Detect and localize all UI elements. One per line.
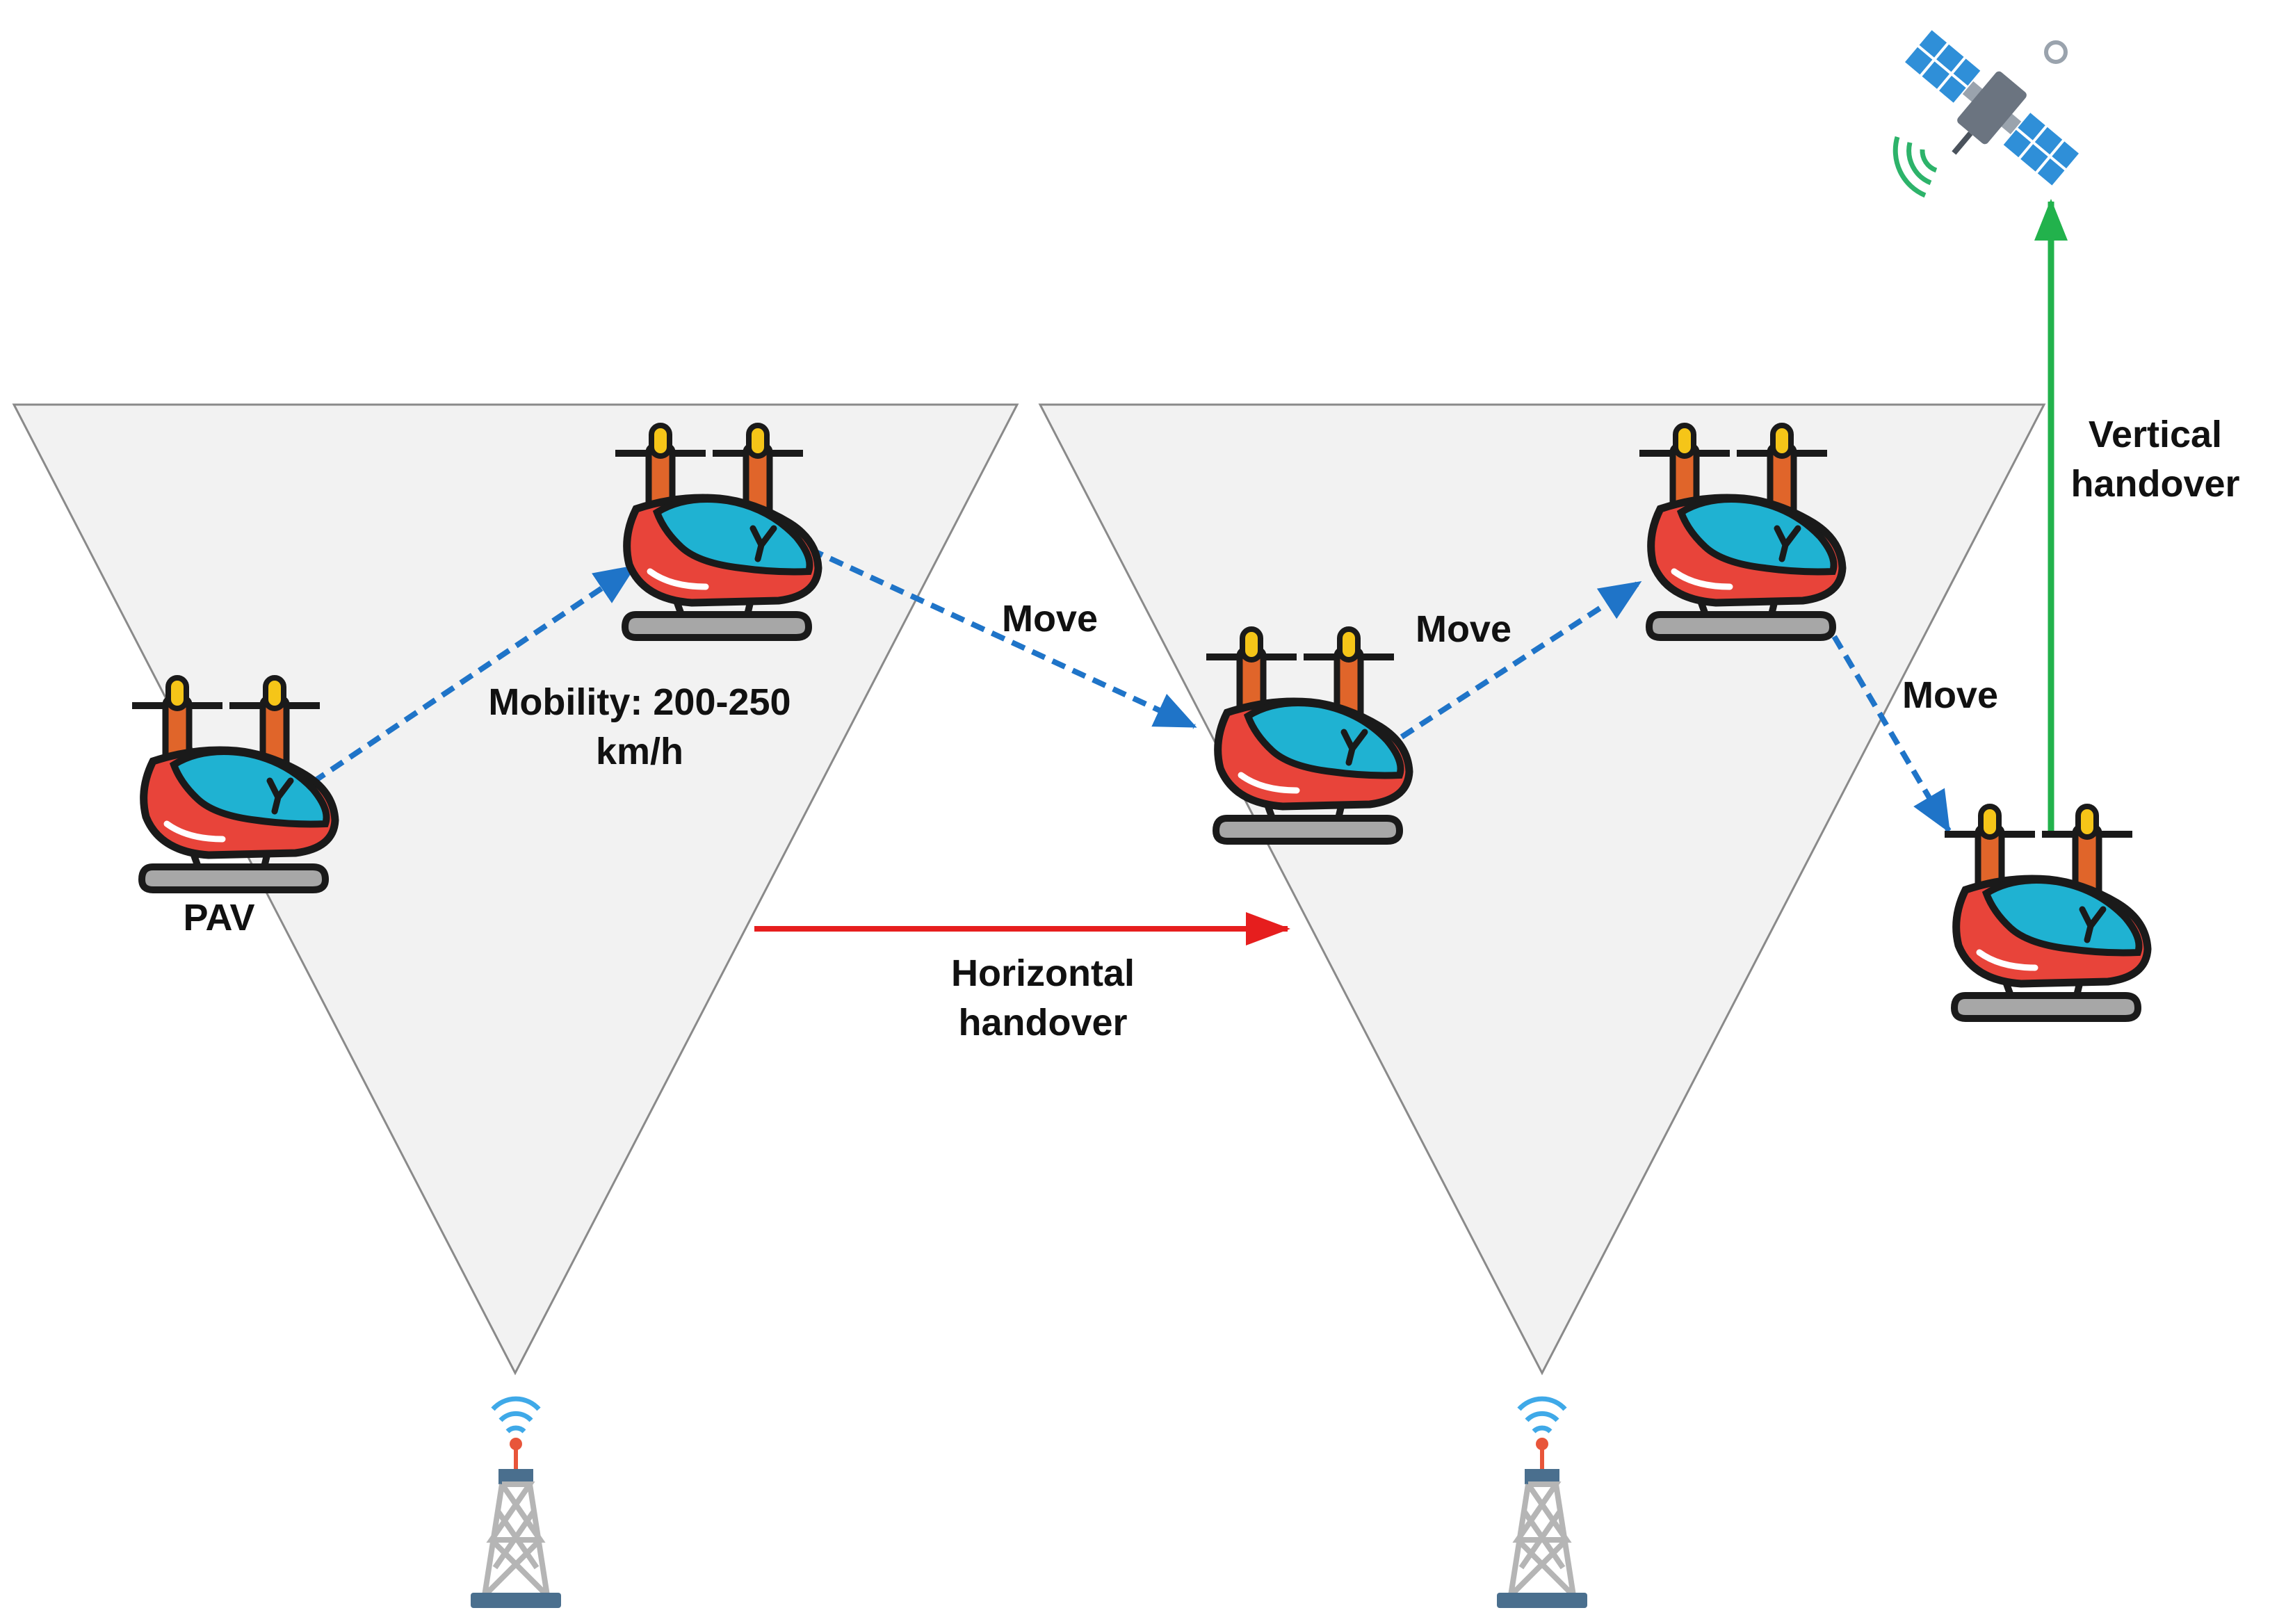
satellite-icon (1879, 19, 2088, 216)
move-arrow-2 (809, 546, 1197, 729)
cell-tower-icon (471, 1399, 561, 1608)
move-arrow-4 (1820, 615, 1952, 834)
move-label-1: Move (1001, 598, 1098, 640)
move-label-2: Move (1415, 608, 1512, 650)
horizontal-handover-label: Horizontal handover (951, 952, 1135, 1044)
move-label-3: Move (1902, 674, 1999, 716)
pav-aircraft-icon (1945, 806, 2148, 1018)
coverage-area-right (1038, 403, 2046, 1376)
move-arrow-1 (311, 564, 637, 785)
vertical-handover-label: Vertical handover (2070, 414, 2240, 505)
mobility-label: Mobility: 200-250 km/h (488, 681, 791, 773)
pav-label: PAV (183, 897, 255, 939)
cell-tower-icon (1497, 1399, 1587, 1608)
move-arrow-3 (1400, 580, 1642, 740)
